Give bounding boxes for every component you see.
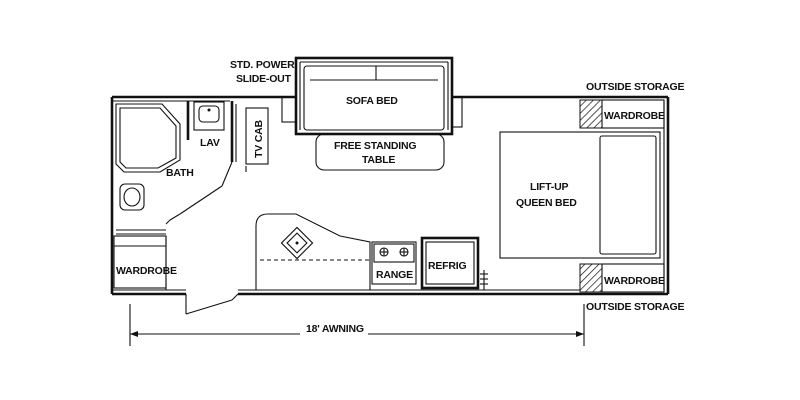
slideout-label-line1: STD. POWER xyxy=(230,59,295,71)
bath-label: BATH xyxy=(166,167,194,179)
awning-label: 18' AWNING xyxy=(306,323,364,335)
bed-label-line1: LIFT-UP xyxy=(530,181,568,193)
entry-door xyxy=(185,293,239,315)
wardrobe-left: WARDROBE xyxy=(113,235,177,290)
free-standing-table: FREE STANDING TABLE xyxy=(315,133,445,171)
wardrobe-top-right-label: WARDROBE xyxy=(604,110,665,122)
lav-label: LAV xyxy=(200,137,220,149)
sofa-bed-label: SOFA BED xyxy=(346,95,398,107)
sofa-bed: SOFA BED xyxy=(303,65,445,131)
refrig-label: REFRIG xyxy=(428,260,467,272)
wardrobe-left-label: WARDROBE xyxy=(116,265,177,277)
range-label: RANGE xyxy=(376,269,413,281)
outside-storage-bottom-label: OUTSIDE STORAGE xyxy=(586,301,685,313)
refrigerator: REFRIG xyxy=(420,236,488,290)
outside-storage-top-label: OUTSIDE STORAGE xyxy=(586,81,685,93)
awning-dimension: 18' AWNING xyxy=(129,304,585,346)
wardrobe-bottom-right-label: WARDROBE xyxy=(604,275,665,287)
kitchen-counter xyxy=(255,213,371,290)
bed-label-line2: QUEEN BED xyxy=(516,197,577,209)
tv-cab-label: TV CAB xyxy=(253,119,265,158)
bedroom: WARDROBE WARDROBE LIFT-UP QUEEN BED xyxy=(499,95,670,296)
slideout-label-line2: SLIDE-OUT xyxy=(236,73,292,85)
range: RANGE xyxy=(371,241,417,285)
exterior-walls xyxy=(110,95,580,296)
table-label-line1: FREE STANDING xyxy=(334,140,416,152)
bathroom: TV CAB LAV BATH xyxy=(115,101,269,235)
table-label-line2: TABLE xyxy=(362,154,395,166)
